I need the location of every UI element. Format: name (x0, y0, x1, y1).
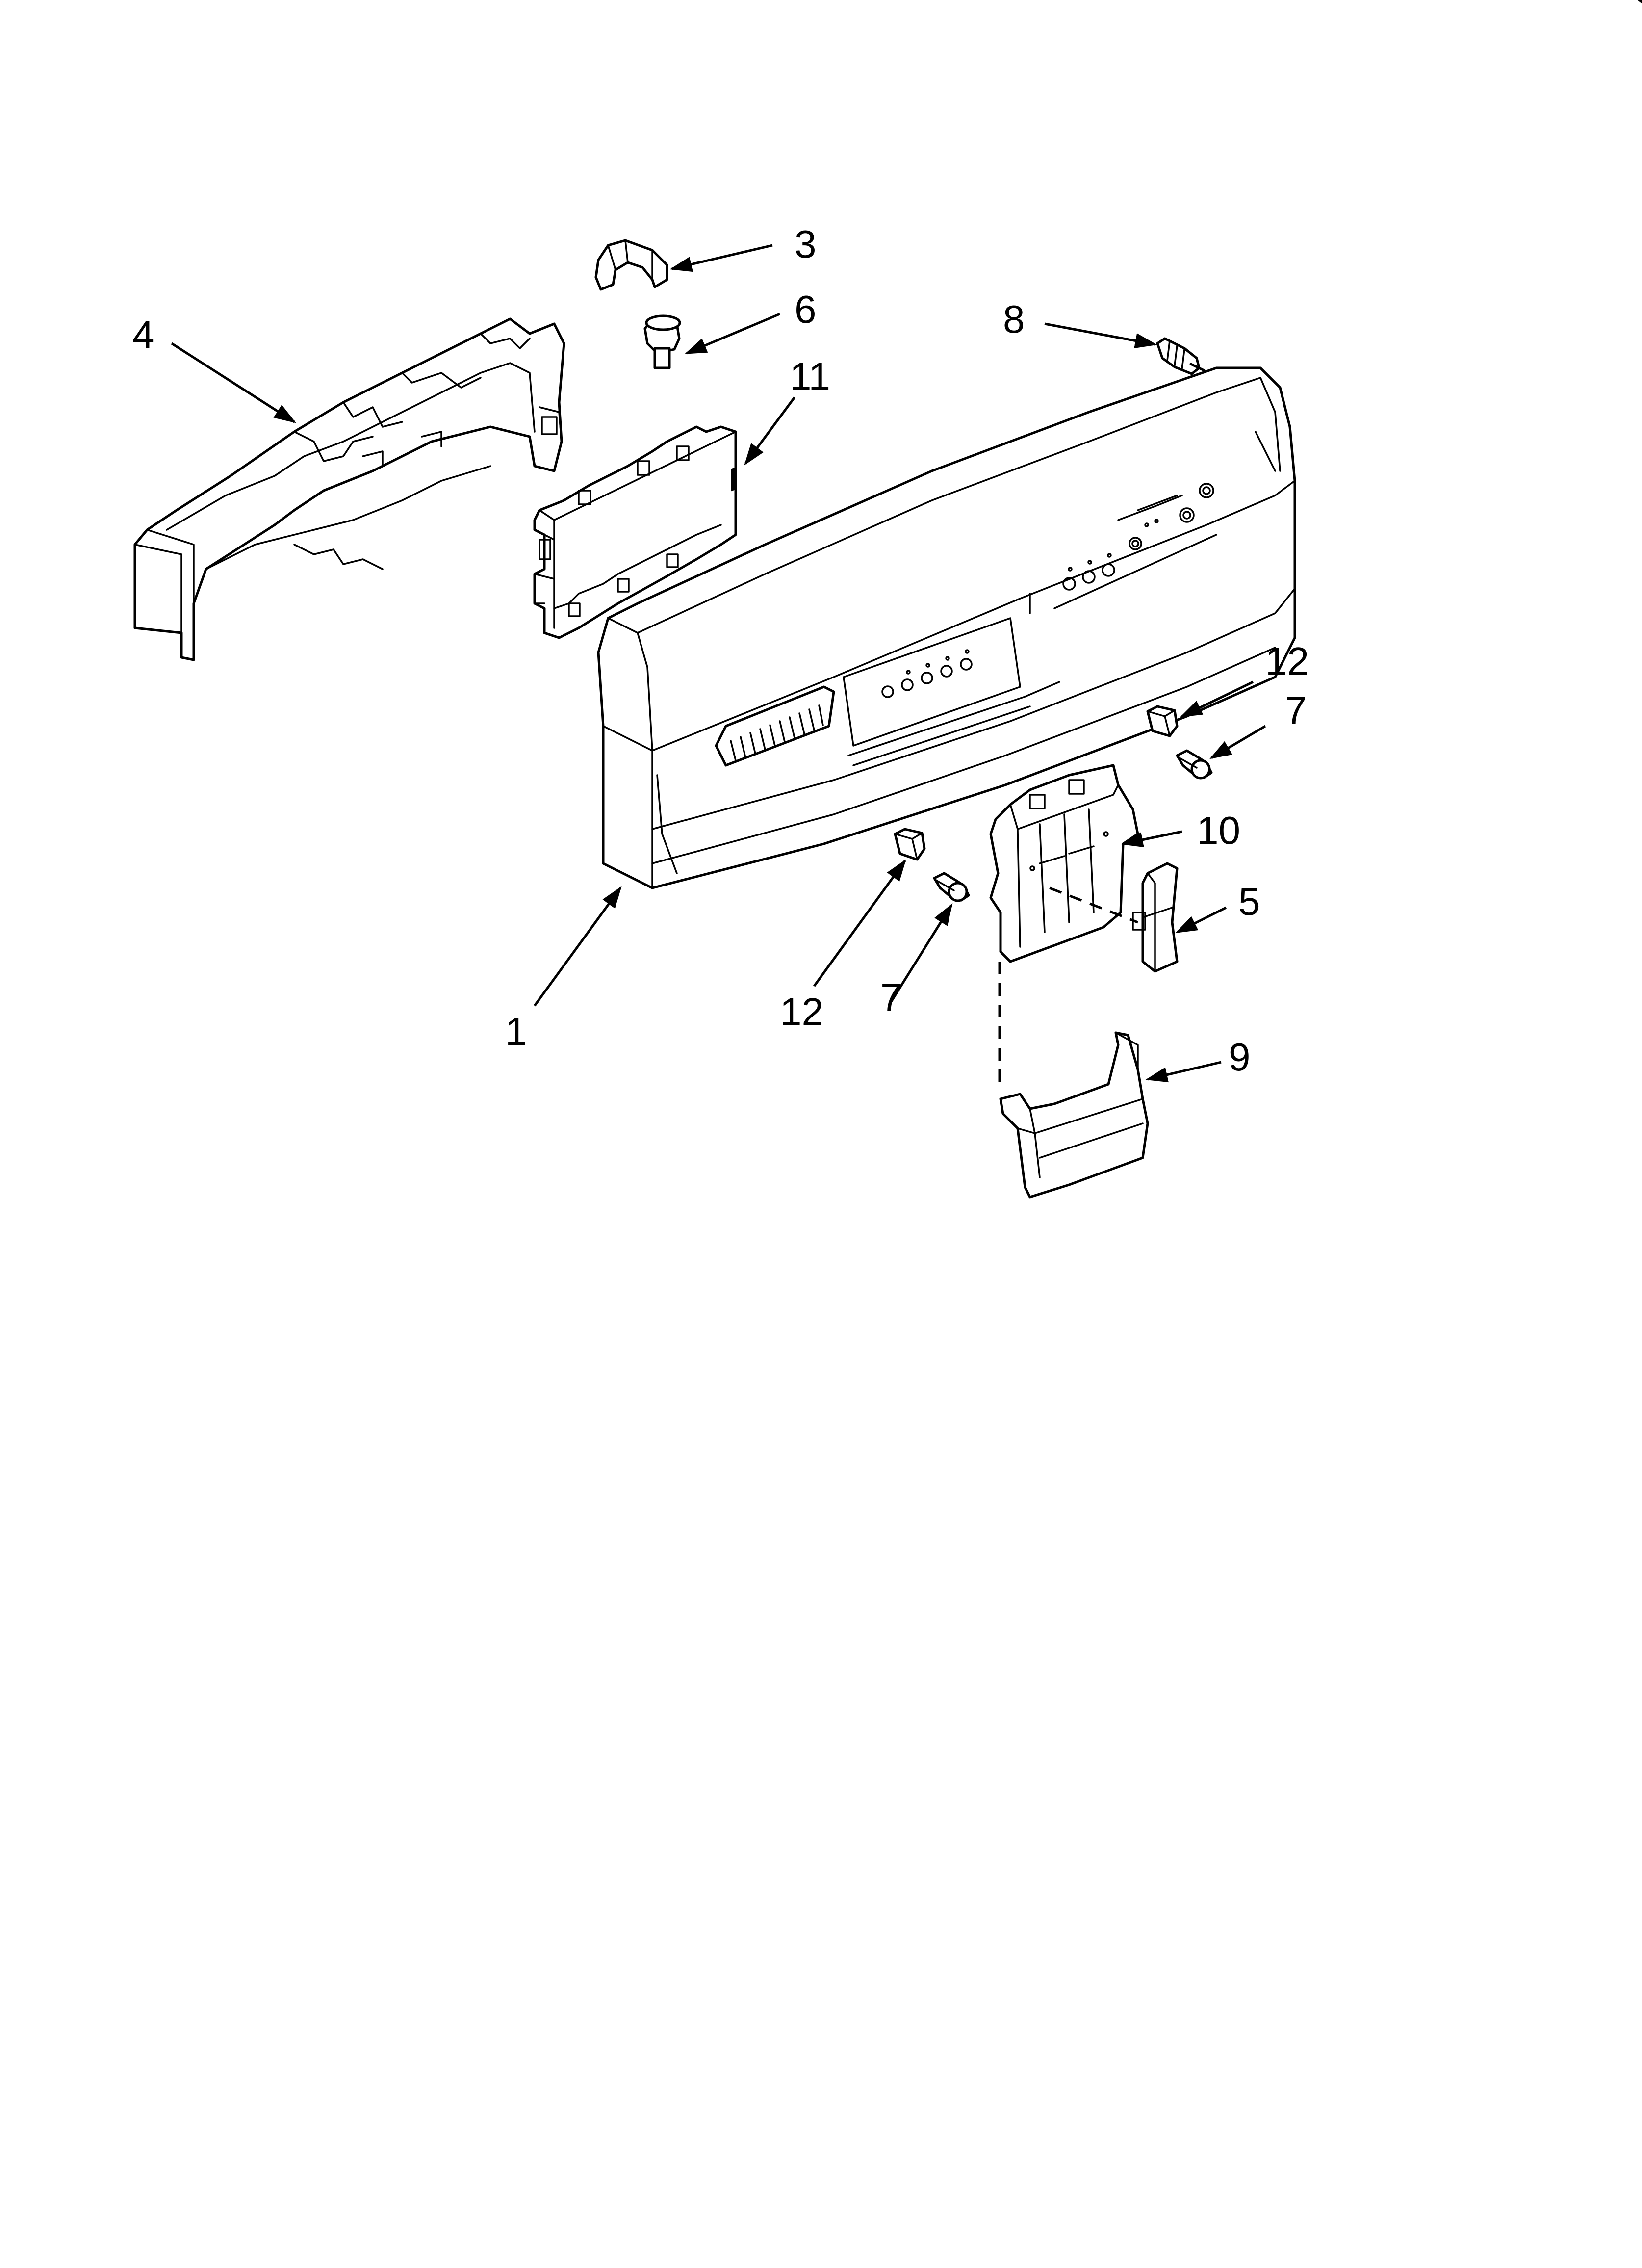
callout-1: 1 (505, 1010, 527, 1053)
callout-7-upper: 7 (1285, 688, 1307, 732)
screw-icon (1156, 337, 1206, 375)
leader-6 (684, 313, 780, 355)
leader-9 (1145, 1061, 1222, 1083)
leader-7-upper (1209, 725, 1266, 759)
screw-icon (1176, 749, 1213, 780)
callout-6: 6 (795, 287, 817, 331)
control-board-icon (533, 425, 737, 639)
spacer-block-icon (894, 828, 926, 861)
screw-icon (933, 872, 970, 902)
callout-12-lower: 12 (780, 990, 823, 1034)
console-housing-icon (133, 317, 565, 661)
leader-8 (1044, 322, 1157, 349)
leader-1 (533, 886, 622, 1007)
callout-10: 10 (1197, 808, 1240, 852)
callout-labels: 3 6 11 4 8 12 7 10 5 1 12 7 9 (132, 222, 1309, 1079)
callout-9: 9 (1229, 1035, 1251, 1079)
leader-10 (1121, 830, 1182, 848)
leader-3 (669, 244, 773, 272)
callout-5: 5 (1238, 880, 1260, 923)
callout-12-upper: 12 (1265, 639, 1309, 683)
leader-12-lower (813, 859, 906, 987)
spacer-block-icon (1146, 705, 1179, 737)
leader-12-upper (1180, 680, 1254, 718)
callout-3: 3 (795, 222, 817, 266)
callout-8: 8 (1003, 297, 1025, 341)
leader-7-lower (889, 903, 953, 1004)
plug-icon (643, 314, 681, 369)
leader-4 (171, 342, 296, 423)
callout-11: 11 (790, 355, 830, 398)
leader-lines (171, 244, 1266, 1083)
callout-7-lower: 7 (880, 975, 902, 1019)
corner-mark (1637, 0, 1642, 4)
control-panel-console-icon (597, 366, 1296, 889)
bracket-icon (1132, 862, 1179, 973)
leader-11 (744, 396, 796, 466)
callout-4: 4 (132, 313, 154, 357)
handle-icon (999, 1031, 1149, 1199)
leader-5 (1175, 906, 1227, 934)
mounting-plate-icon (989, 764, 1139, 963)
clip-icon (594, 239, 668, 291)
